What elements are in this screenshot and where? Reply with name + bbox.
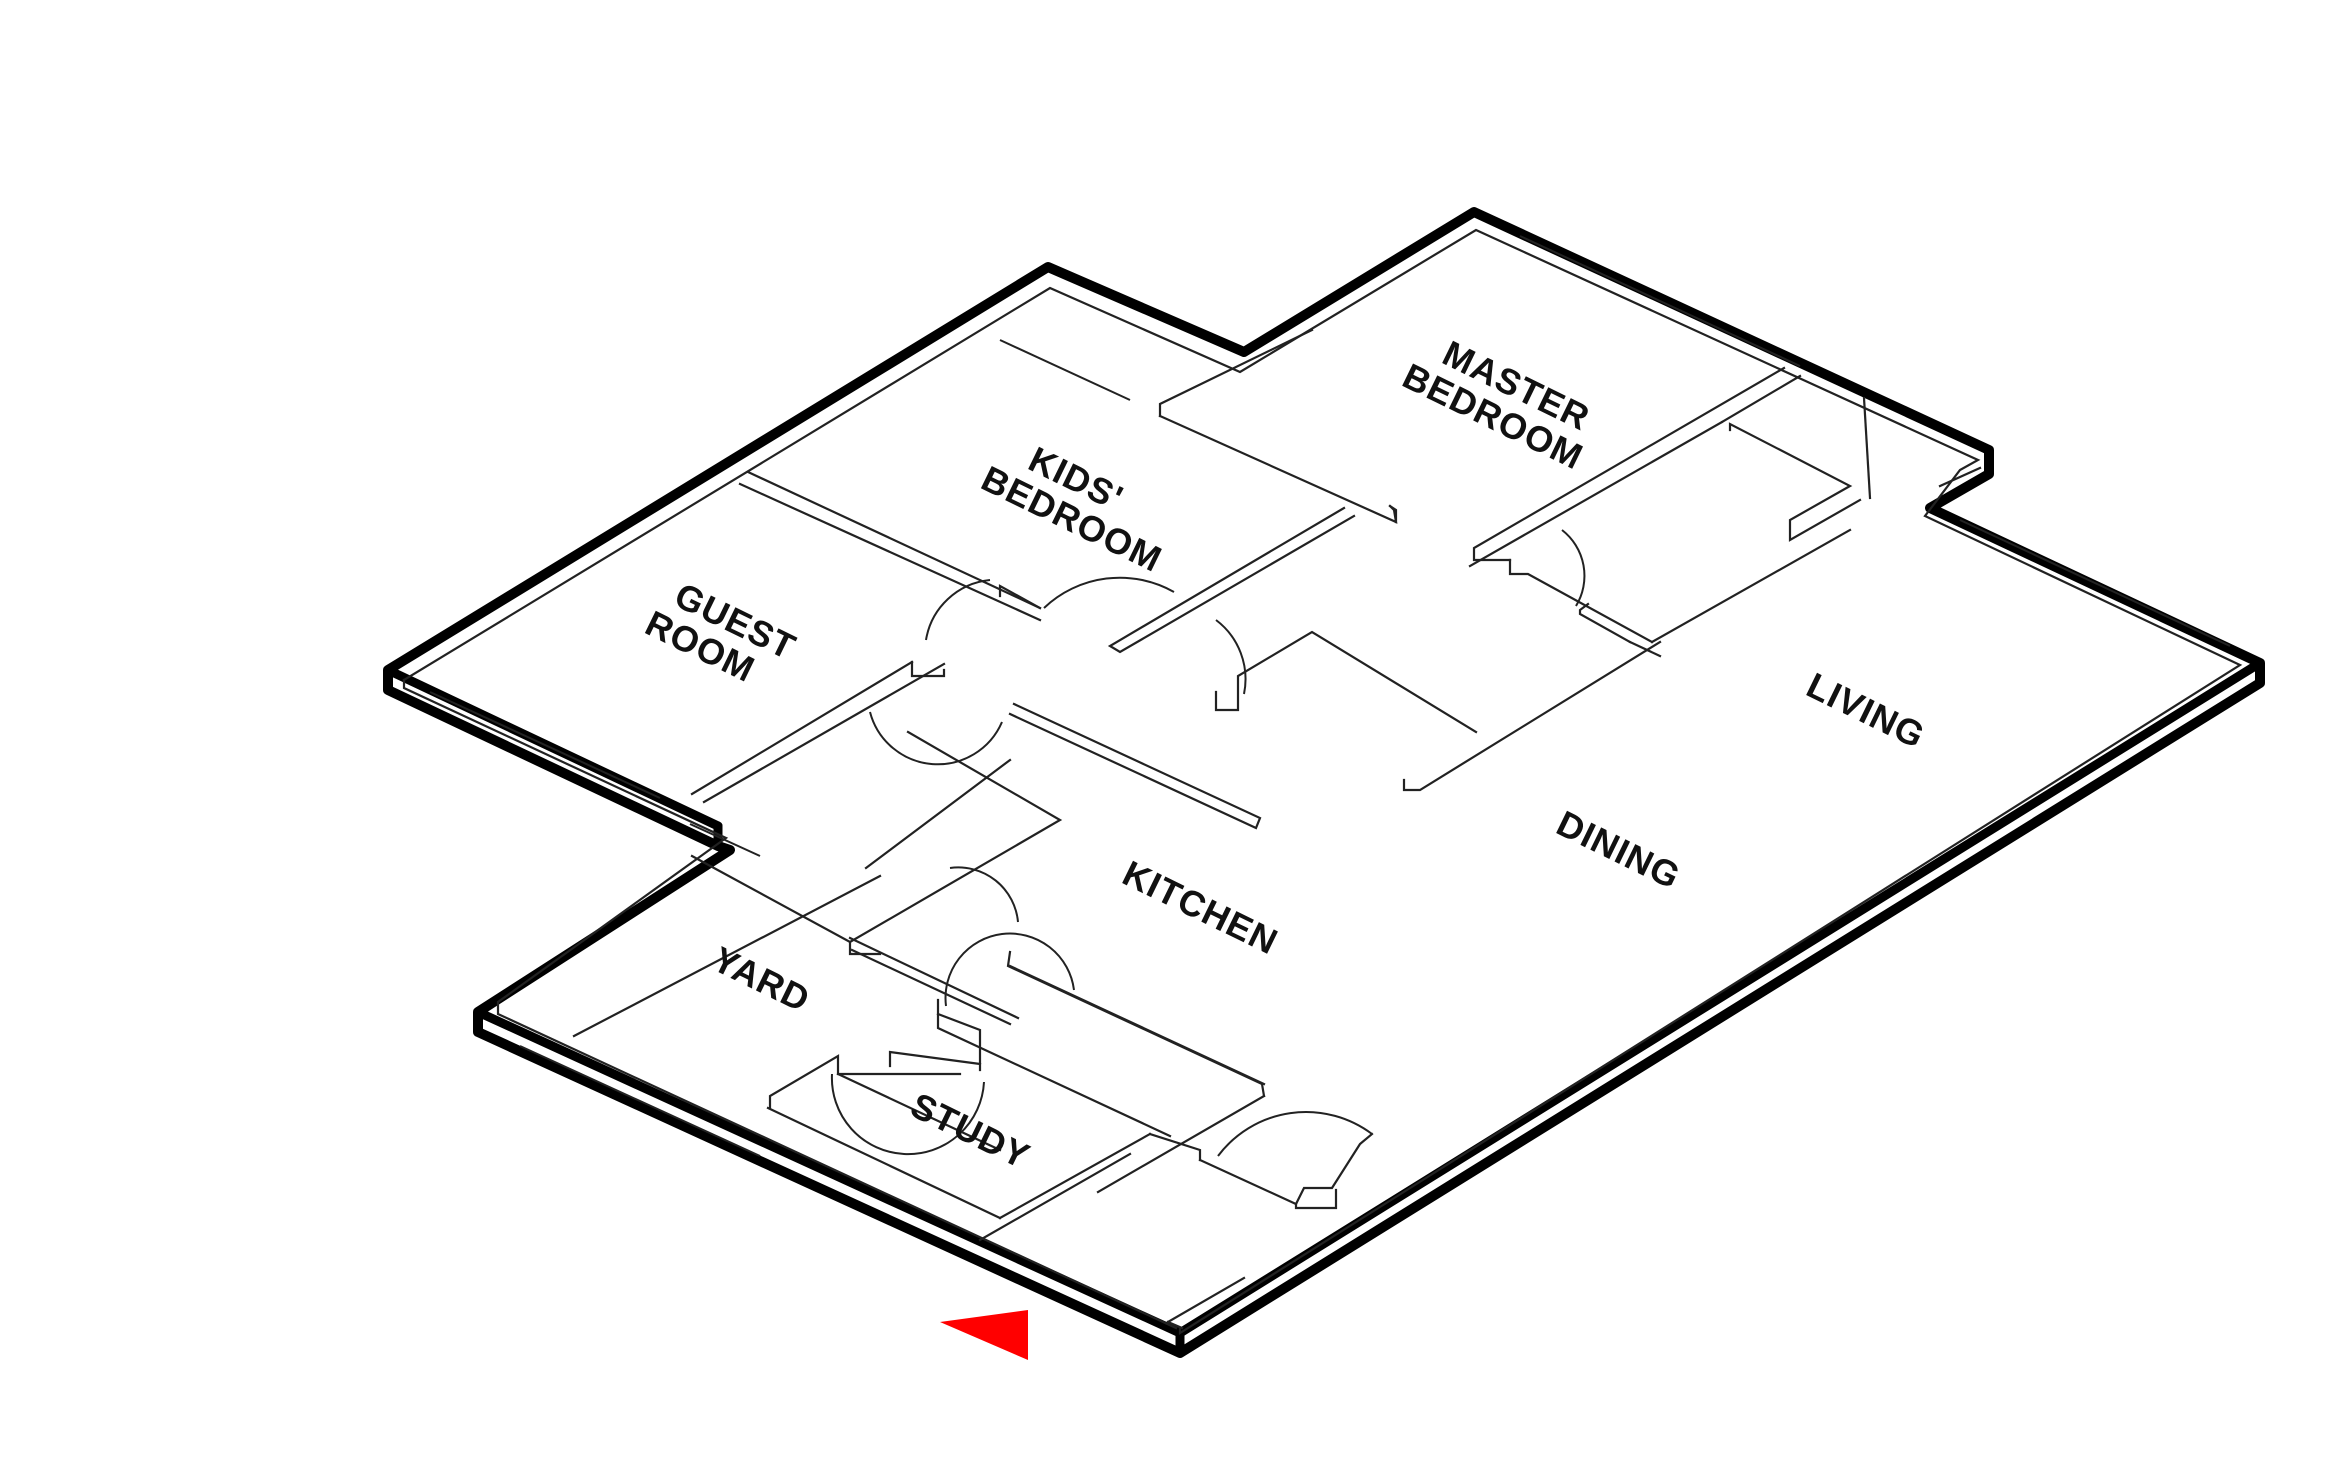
- room-labels: MASTER BEDROOM KIDS' BEDROOM GUEST ROOM …: [639, 321, 1931, 1177]
- inner-wall-line-south: [402, 678, 1178, 1330]
- door-swing-arc: [830, 1073, 985, 1156]
- label-yard: YARD: [706, 938, 816, 1020]
- door-swing-arc: [1215, 619, 1247, 695]
- door-swing-arc: [944, 932, 1075, 1007]
- label-kitchen: KITCHEN: [1116, 852, 1284, 962]
- inner-wall-line: [402, 228, 2243, 1335]
- entrance-marker-icon: [940, 1310, 1028, 1360]
- door-swing-arc: [869, 711, 1003, 766]
- label-dining: DINING: [1550, 802, 1687, 897]
- door-swings: [830, 529, 1586, 1157]
- window-marks: [429, 235, 2231, 1157]
- door-swing-arc: [1043, 576, 1175, 609]
- door-swing-arc: [1561, 529, 1586, 607]
- door-swing-arc: [1217, 1111, 1373, 1157]
- label-study: STUDY: [904, 1084, 1036, 1177]
- interior-walls: [572, 328, 1982, 1330]
- door-swing-arc: [949, 866, 1019, 923]
- slab-edge: [383, 658, 2265, 1358]
- label-kids-bedroom: KIDS' BEDROOM: [975, 423, 1185, 579]
- door-swing-arc: [925, 579, 991, 641]
- label-master-bedroom: MASTER BEDROOM: [1396, 321, 1606, 477]
- label-guest-room: GUEST ROOM: [639, 568, 812, 707]
- label-living: LIVING: [1800, 664, 1931, 756]
- floor-outline: [383, 207, 2265, 1358]
